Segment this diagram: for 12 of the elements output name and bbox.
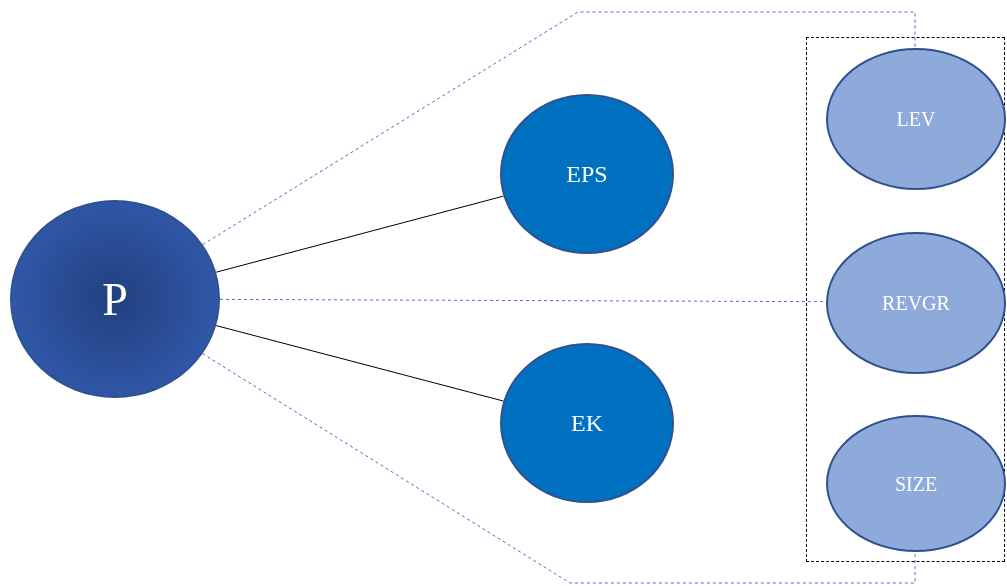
dashed-connector: [219, 298, 826, 303]
dashed-connector: [202, 353, 916, 584]
node-label: P: [102, 272, 128, 327]
connector-line: [215, 195, 504, 273]
dashed-connector: [202, 11, 916, 246]
node-label: LEV: [896, 107, 936, 132]
node-label: SIZE: [894, 471, 938, 497]
node-label: REVGR: [882, 291, 950, 316]
node-label: EPS: [566, 160, 608, 189]
node-label: EK: [571, 409, 603, 438]
connector-line: [215, 325, 504, 402]
dashed-group-frame: [806, 37, 1005, 562]
